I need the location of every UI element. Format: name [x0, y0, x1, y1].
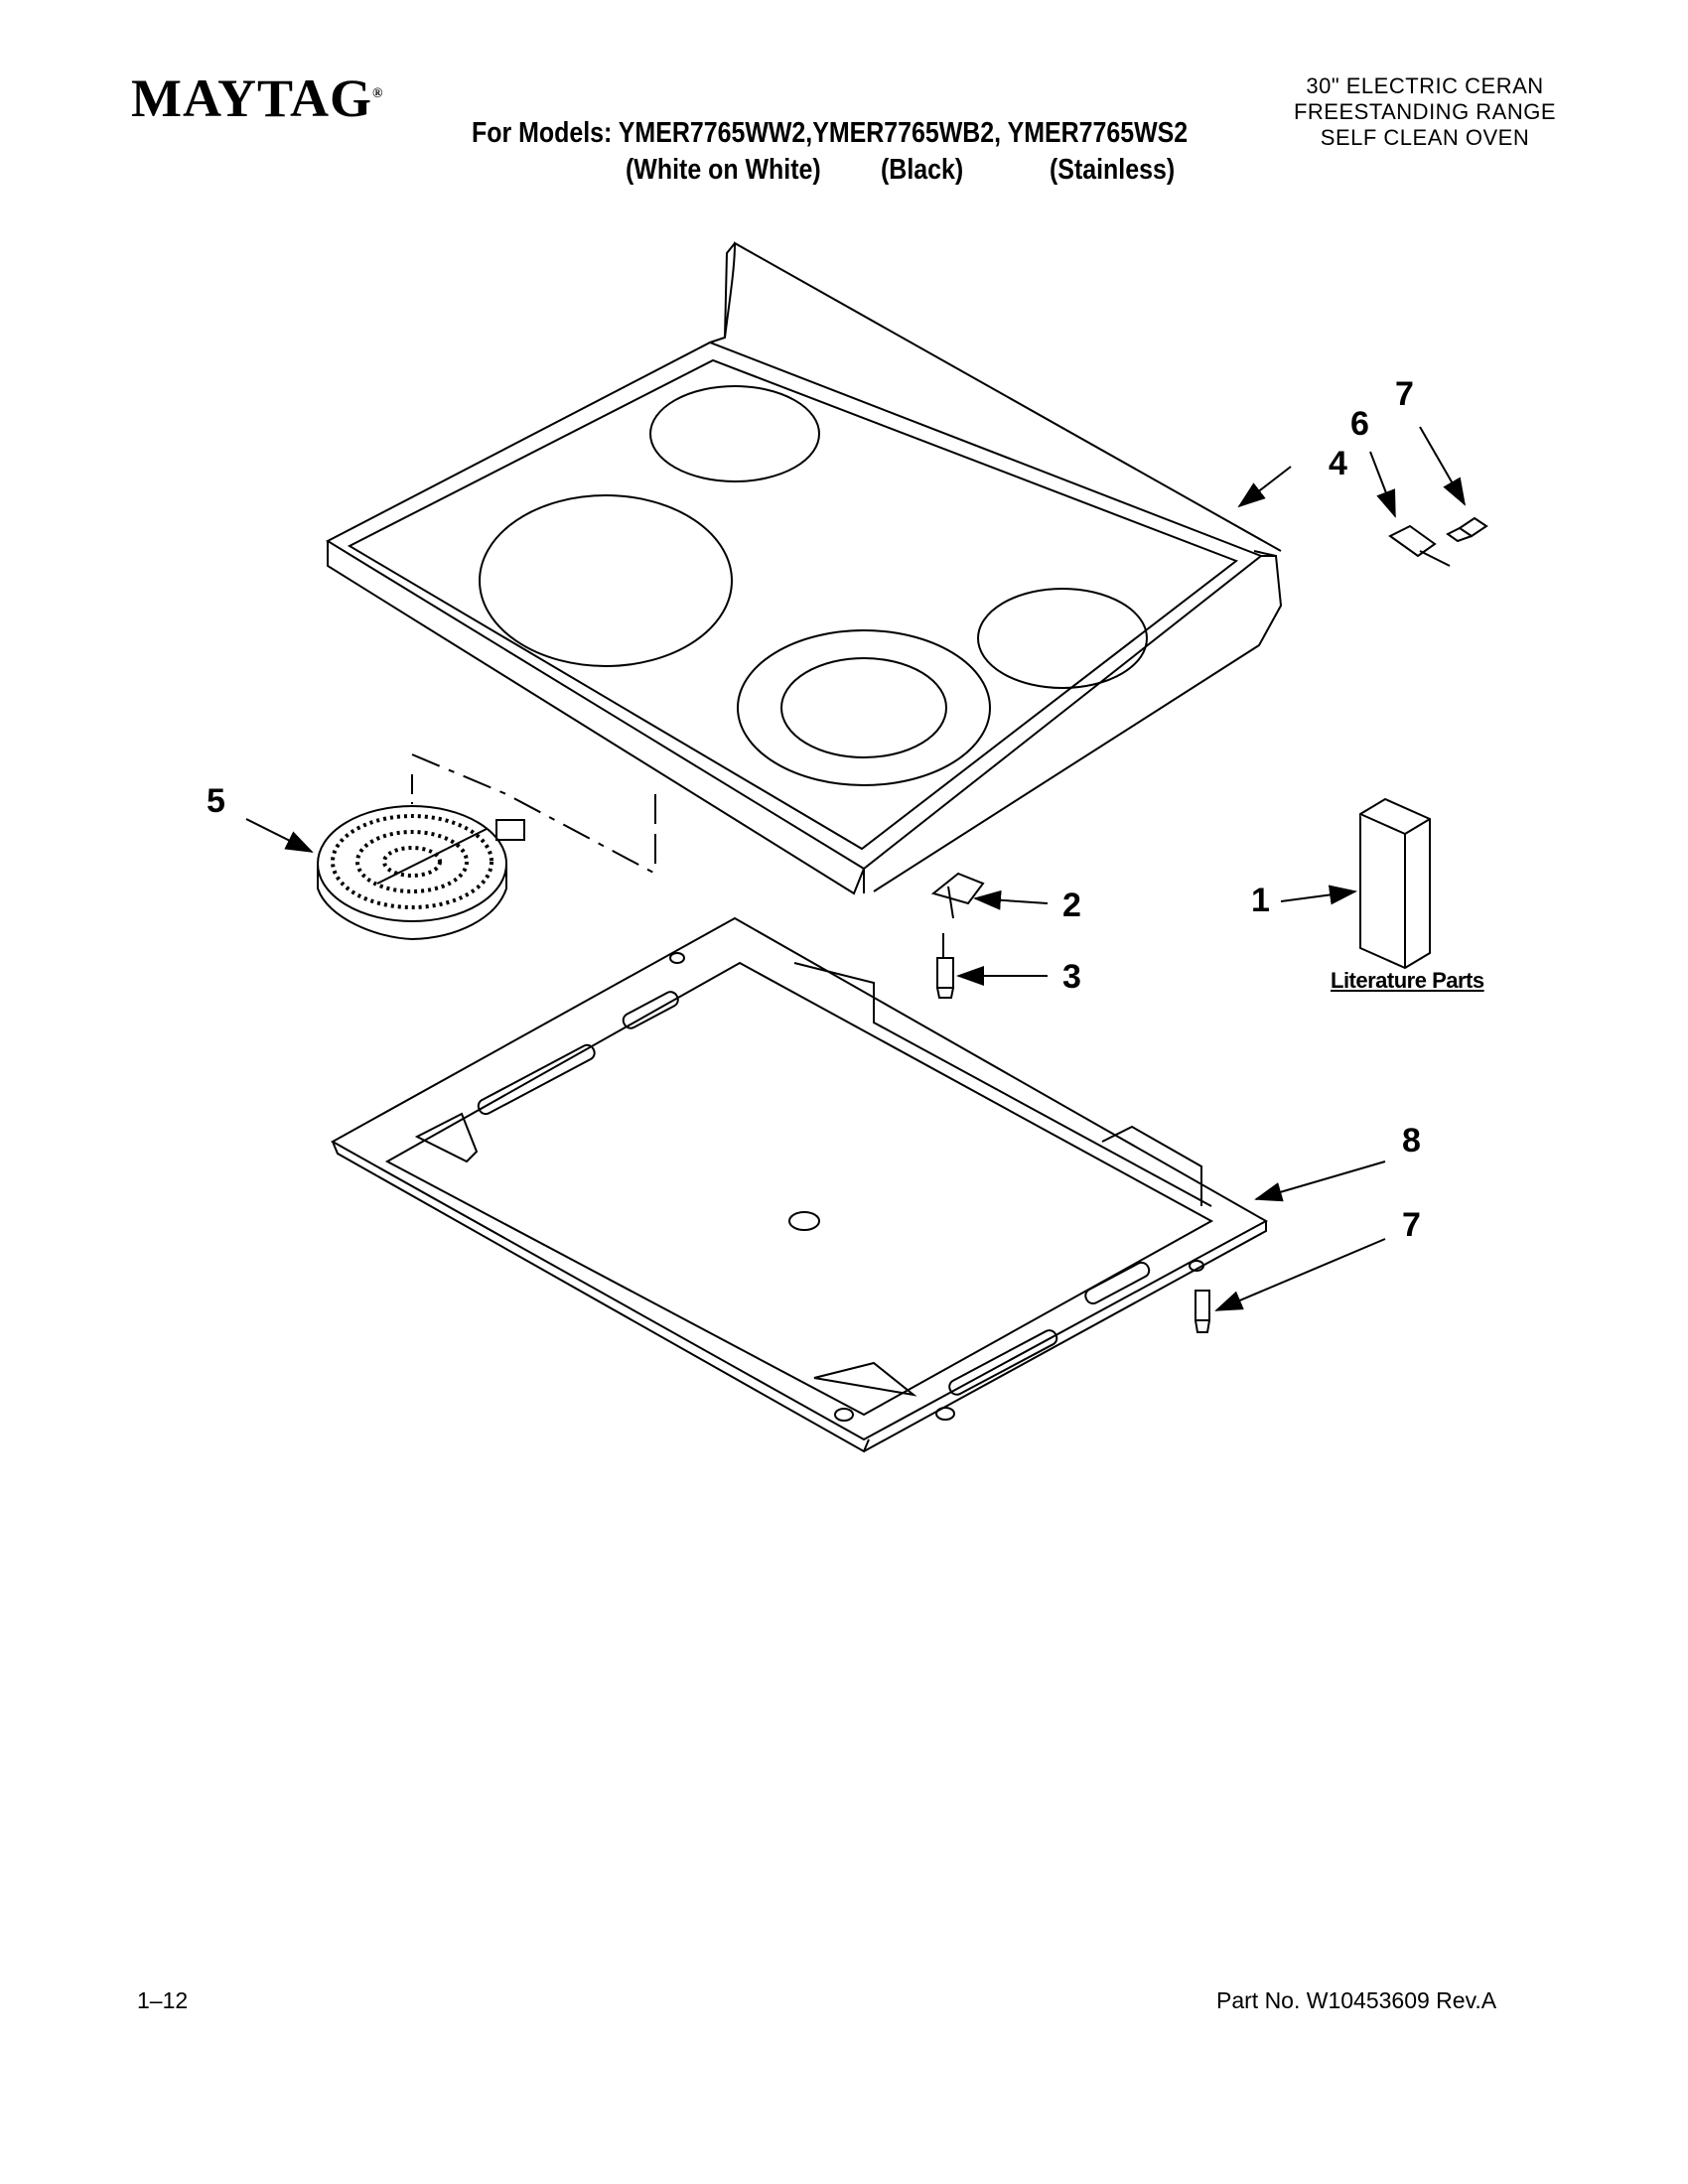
callout-6: 6: [1350, 405, 1369, 443]
leader-2: [973, 889, 1049, 910]
literature-part-1: [1359, 797, 1431, 970]
burner-large: [479, 494, 733, 667]
callout-1: 1: [1251, 882, 1270, 919]
bracket-part-6: [1388, 524, 1451, 567]
color-white: (White on White): [626, 154, 821, 186]
callout-7-bottom: 7: [1402, 1206, 1421, 1244]
brand-name: MAYTAG: [131, 68, 373, 128]
product-description: 30" ELECTRIC CERAN FREESTANDING RANGE SE…: [1221, 73, 1628, 151]
part-number: Part No. W10453609 Rev.A: [1216, 1987, 1497, 2013]
product-line: FREESTANDING RANGE: [1293, 99, 1557, 124]
screw-part-3: [935, 933, 955, 999]
base-panel-part-8: [330, 916, 1269, 1453]
leader-6: [1369, 451, 1396, 518]
product-line: 30" ELECTRIC CERAN: [1306, 73, 1544, 98]
literature-parts-label: Literature Parts: [1331, 968, 1484, 993]
heating-element-part-5: [317, 753, 656, 941]
leader-7-top: [1419, 426, 1466, 506]
leader-7-bottom: [1214, 1238, 1386, 1311]
leader-4: [1237, 466, 1292, 508]
cooktop-part-4: [325, 241, 1283, 895]
clip-part-2: [930, 872, 985, 919]
leader-8: [1254, 1160, 1386, 1202]
leader-5: [245, 818, 314, 853]
brand-logo: MAYTAG®: [131, 68, 383, 129]
burner-top-left: [649, 385, 820, 482]
leader-1: [1280, 885, 1357, 905]
models-line: For Models: YMER7765WW2,YMER7765WB2, YME…: [472, 117, 1189, 149]
callout-5: 5: [207, 782, 225, 820]
callout-7-top: 7: [1395, 375, 1414, 413]
screw-part-7-bottom: [1194, 1290, 1211, 1333]
callout-3: 3: [1062, 958, 1081, 996]
callout-4: 4: [1329, 445, 1347, 482]
callout-2: 2: [1062, 887, 1081, 924]
screw-part-7-top: [1446, 516, 1488, 543]
burner-right: [977, 588, 1148, 689]
product-line: SELF CLEAN OVEN: [1320, 125, 1530, 150]
burner-dual-outer: [737, 629, 991, 786]
page-number: 1–12: [137, 1987, 189, 2013]
registered-mark: ®: [372, 86, 384, 101]
color-stainless: (Stainless): [1050, 154, 1176, 186]
color-black: (Black): [881, 154, 964, 186]
callout-8: 8: [1402, 1122, 1421, 1160]
leader-lines: [245, 426, 1466, 1311]
burner-dual-inner: [780, 657, 947, 758]
